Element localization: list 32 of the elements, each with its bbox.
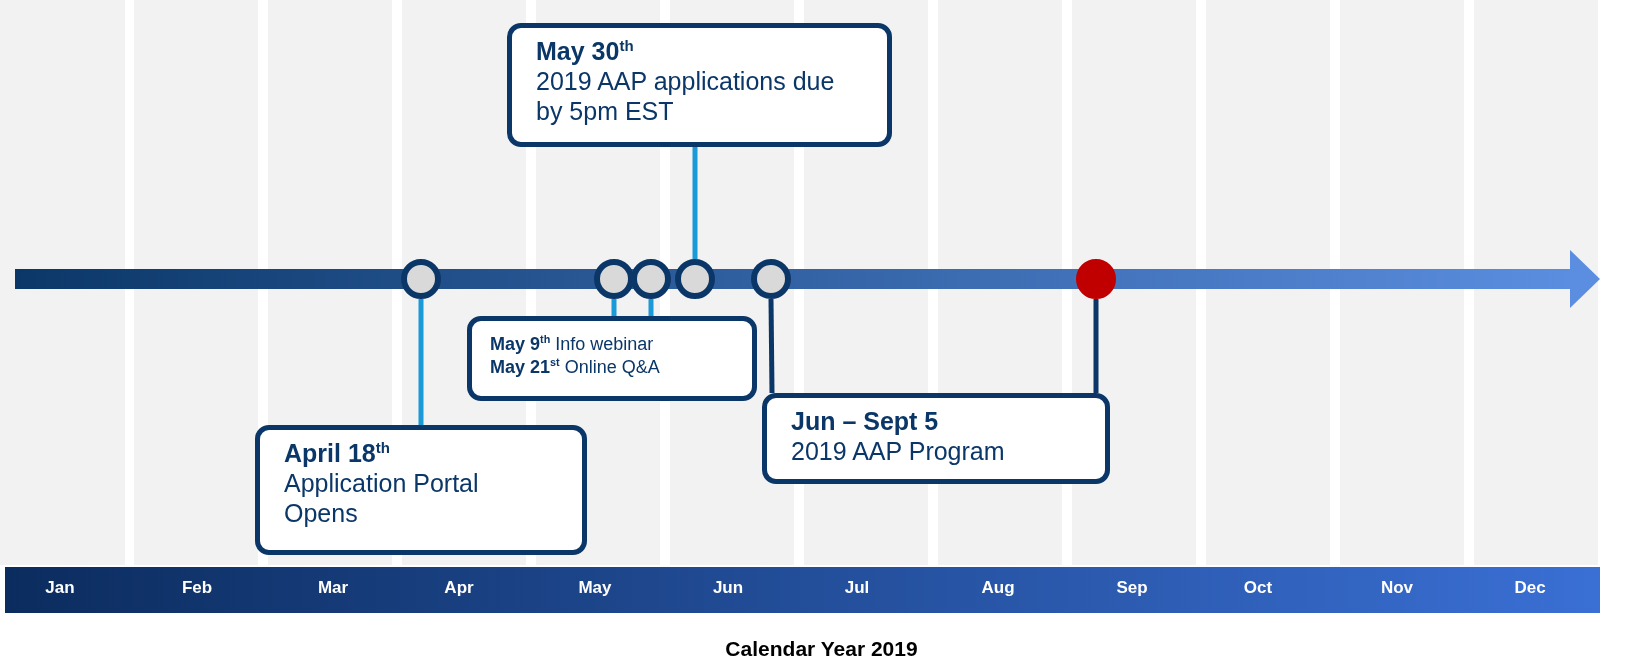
month-label: Oct bbox=[1243, 578, 1273, 598]
event-text: May 9$^{th}$ Info webinar bbox=[490, 333, 655, 356]
month-label: Jun bbox=[712, 578, 744, 598]
connector-line bbox=[692, 147, 698, 259]
month-label: Sep bbox=[1116, 578, 1148, 598]
month-label: Apr bbox=[444, 578, 474, 598]
event-callout bbox=[762, 393, 1110, 484]
connector-line bbox=[418, 299, 424, 425]
event-text: 2019 AAP applications due by 5pm EST bbox=[536, 66, 836, 126]
circle-marker bbox=[631, 259, 671, 299]
caption: Calendar Year 2019 bbox=[725, 637, 918, 661]
event-text: 2019 AAP Program bbox=[791, 436, 1006, 466]
event-callout bbox=[467, 316, 757, 401]
month-label: Mar bbox=[317, 578, 349, 598]
connector-line bbox=[648, 299, 654, 316]
month-label: Nov bbox=[1380, 578, 1414, 598]
month-label: Feb bbox=[181, 578, 213, 598]
connector-line bbox=[611, 299, 617, 316]
event-text: May 21$^{st}$ Online Q&A bbox=[490, 355, 661, 379]
date-heading: May 30$^{th}$ bbox=[536, 36, 635, 66]
month-label: Dec bbox=[1514, 578, 1546, 598]
event-callout bbox=[507, 23, 892, 147]
month-label: Aug bbox=[981, 578, 1015, 598]
event-text: Application Portal Opens bbox=[284, 468, 480, 528]
date-heading: April 18$^{th}$ bbox=[284, 438, 391, 468]
month-label: May bbox=[578, 578, 612, 598]
event-callout bbox=[255, 425, 587, 555]
month-label: Jan bbox=[45, 578, 75, 598]
month-label: Jul bbox=[844, 578, 870, 598]
connector-line bbox=[1093, 299, 1099, 393]
date-heading: Jun – Sept 5 bbox=[791, 406, 940, 436]
connector-line bbox=[768, 298, 775, 394]
